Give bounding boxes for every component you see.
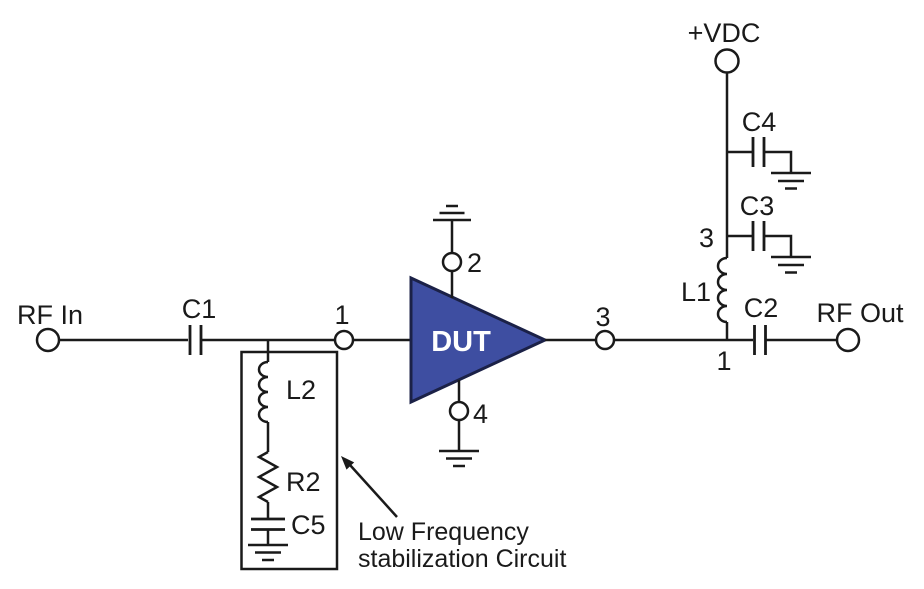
ground-icon-pin2	[433, 204, 471, 222]
node-3-circle-icon	[594, 329, 616, 351]
l1-coil-icon	[716, 256, 728, 324]
resistor-r2: R2	[256, 450, 321, 504]
node-1-circle-icon	[333, 329, 355, 351]
dut-triangle-icon	[409, 275, 549, 405]
c4-plates-icon	[751, 137, 766, 167]
pin-4-label: 4	[473, 399, 488, 429]
wire-c3-to-ground	[765, 234, 793, 257]
annotation-arrowhead-icon	[341, 456, 355, 470]
l2-label: L2	[286, 375, 316, 405]
capacitor-c5: C5	[251, 510, 326, 540]
ground-icon-c3	[771, 255, 811, 274]
annotation-line1: Low Frequency	[358, 518, 529, 546]
c1-label: C1	[182, 294, 217, 324]
capacitor-c3: C3 3	[699, 191, 811, 274]
dut-pin-4: 4	[439, 380, 488, 468]
rf-in-label: RF In	[17, 300, 83, 330]
inductor-l1: L1	[681, 256, 728, 324]
annotation-callout: Low Frequency stabilization Circuit	[341, 456, 566, 573]
c2-plates-icon	[753, 325, 767, 355]
bias-node-3-label: 3	[699, 223, 714, 253]
rf-in-terminal: RF In	[17, 300, 83, 353]
annotation-arrow-line	[349, 464, 398, 518]
dut-pin-2: 2	[433, 204, 482, 298]
inductor-l2: L2	[257, 360, 316, 424]
c4-label: C4	[742, 107, 777, 137]
node-3-output: 3	[594, 302, 616, 351]
node-1-label: 1	[334, 300, 349, 330]
c3-label: C3	[740, 191, 775, 221]
vdc-port-icon	[714, 48, 740, 74]
rf-out-port-icon	[835, 327, 861, 353]
node-3-label: 3	[595, 302, 610, 332]
vdc-label: +VDC	[688, 18, 761, 48]
annotation-line2: stabilization Circuit	[358, 545, 566, 573]
wire-c4-to-ground	[765, 150, 793, 173]
vdc-terminal: +VDC	[688, 18, 761, 74]
capacitor-c2: C2	[744, 293, 779, 355]
bias-node-1-label: 1	[716, 346, 731, 376]
rf-in-port-icon	[35, 327, 61, 353]
capacitor-c4: C4	[727, 107, 811, 190]
c3-plates-icon	[751, 221, 766, 251]
node-1-input: 1	[333, 300, 355, 351]
c5-label: C5	[291, 510, 326, 540]
c1-plates-icon	[188, 325, 203, 355]
capacitor-c1: C1	[182, 294, 217, 355]
c2-label: C2	[744, 293, 779, 323]
ground-icon-stab	[248, 543, 288, 562]
r2-label: R2	[286, 467, 321, 497]
pin-2-label: 2	[467, 248, 482, 278]
stabilization-box	[240, 350, 339, 571]
ground-icon-pin4	[439, 449, 479, 468]
pin-4-circle-icon	[448, 400, 470, 422]
r2-zigzag-icon	[256, 450, 280, 504]
l1-label: L1	[681, 277, 711, 307]
l2-coil-icon	[257, 360, 269, 424]
pin-2-circle-icon	[441, 251, 463, 273]
dut-label: DUT	[431, 326, 491, 358]
dut-amplifier: DUT	[409, 275, 549, 405]
rf-out-label: RF Out	[816, 298, 904, 328]
c5-plates-icon	[251, 517, 285, 531]
rf-out-terminal: RF Out	[816, 298, 904, 353]
ground-icon-c4	[771, 171, 811, 190]
